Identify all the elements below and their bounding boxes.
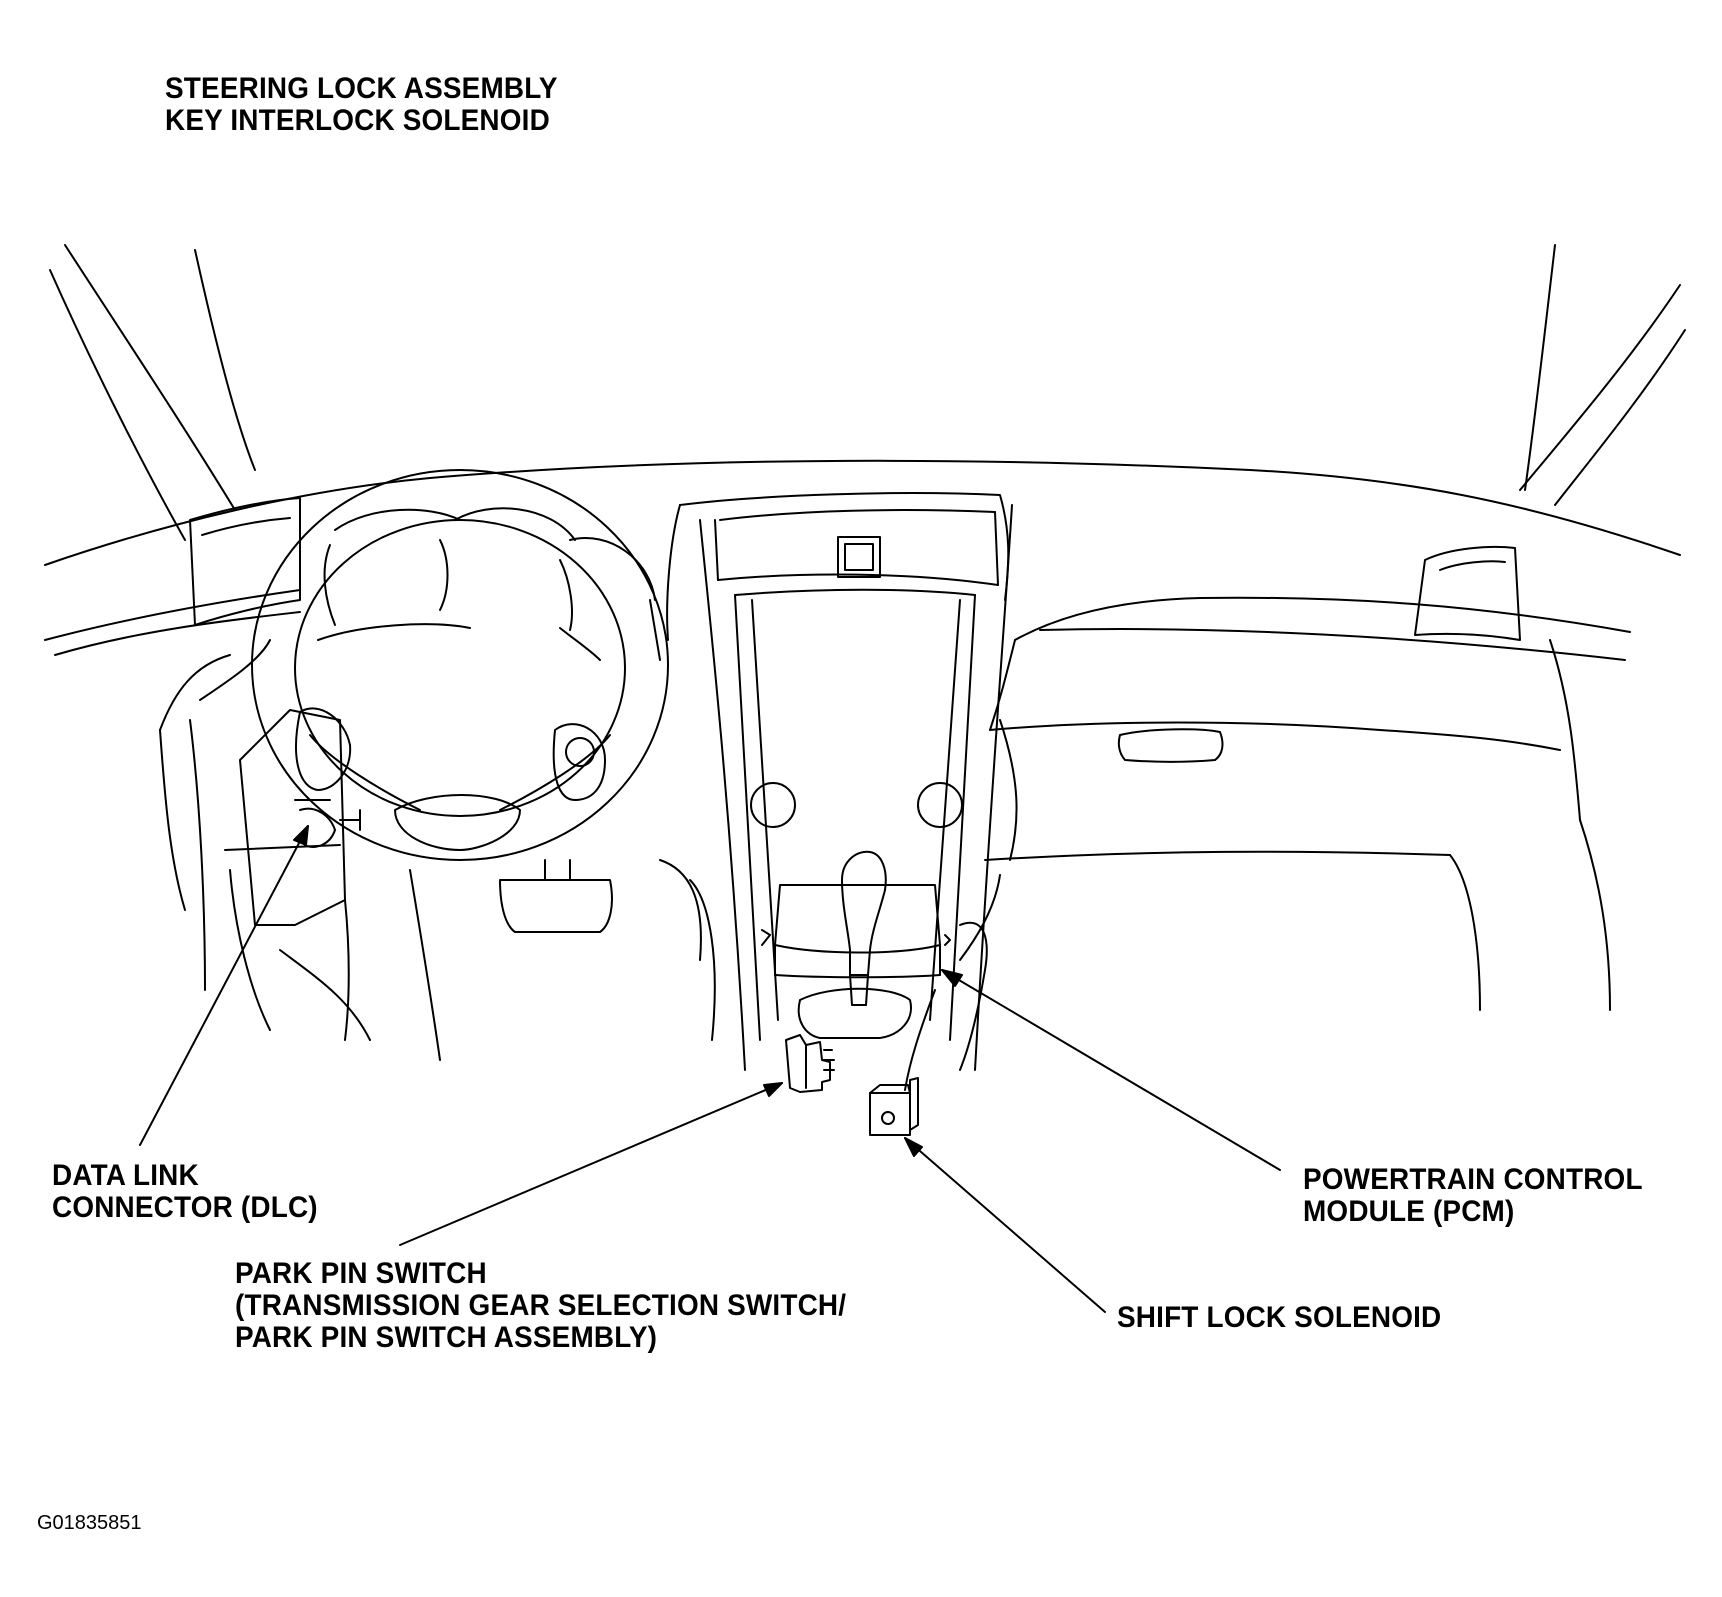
leader-park-pin bbox=[399, 1082, 783, 1246]
leader-pcm bbox=[941, 969, 1281, 1171]
shift-lock-solenoid bbox=[869, 1077, 919, 1136]
right-a-pillar bbox=[1519, 244, 1686, 506]
park-pin-line2: (TRANSMISSION GEAR SELECTION SWITCH/ bbox=[235, 1289, 847, 1322]
park-pin-switch bbox=[785, 1034, 835, 1093]
pcm-line2: MODULE (PCM) bbox=[1303, 1195, 1515, 1228]
park-pin-line1: PARK PIN SWITCH bbox=[235, 1257, 487, 1290]
passenger-dash bbox=[904, 596, 1631, 1091]
left-air-vent bbox=[189, 497, 301, 626]
pcm-line1: POWERTRAIN CONTROL bbox=[1303, 1163, 1643, 1196]
dlc-line1: DATA LINK bbox=[52, 1159, 199, 1192]
leader-dlc bbox=[139, 825, 309, 1146]
shift-console bbox=[761, 850, 951, 1039]
right-air-vent bbox=[1414, 545, 1521, 641]
figure-id: G01835851 bbox=[37, 1512, 142, 1534]
callout-park-pin: PARK PIN SWITCH (TRANSMISSION GEAR SELEC… bbox=[235, 1258, 846, 1354]
callout-dlc: DATA LINK CONNECTOR (DLC) bbox=[52, 1160, 318, 1224]
callout-steering-lock: STEERING LOCK ASSEMBLY KEY INTERLOCK SOL… bbox=[165, 73, 558, 137]
left-lower-panel bbox=[189, 639, 361, 1031]
center-stack bbox=[666, 492, 1013, 1071]
dlc-line2: CONNECTOR (DLC) bbox=[52, 1191, 318, 1224]
footwell-left bbox=[279, 859, 716, 1061]
callout-shift-lock: SHIFT LOCK SOLENOID bbox=[1117, 1302, 1441, 1334]
shift-lock-line1: SHIFT LOCK SOLENOID bbox=[1117, 1301, 1442, 1334]
park-pin-line3: PARK PIN SWITCH ASSEMBLY) bbox=[235, 1321, 658, 1354]
leader-shift-lock bbox=[904, 1137, 1106, 1313]
steering-wheel bbox=[251, 469, 669, 861]
callout-pcm: POWERTRAIN CONTROL MODULE (PCM) bbox=[1303, 1164, 1643, 1228]
instrument-cluster bbox=[323, 507, 661, 661]
steering-lock-line2: KEY INTERLOCK SOLENOID bbox=[165, 104, 550, 137]
left-knee-panel bbox=[159, 654, 231, 911]
dashboard-top bbox=[44, 459, 1681, 661]
steering-lock-line1: STEERING LOCK ASSEMBLY bbox=[165, 72, 558, 105]
pedal bbox=[499, 859, 613, 933]
left-a-pillar bbox=[49, 244, 256, 541]
